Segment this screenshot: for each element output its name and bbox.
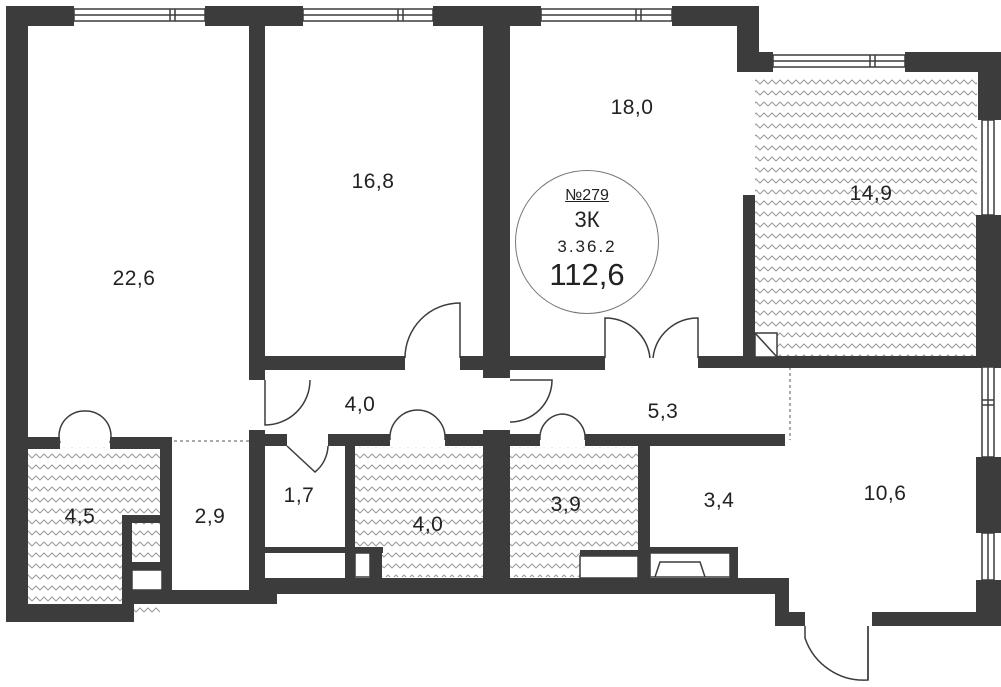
door-room3-right [652,317,699,359]
wall-bath-left-top-a [6,437,60,449]
wall-entrance-left [785,612,805,626]
fixtures [131,332,778,591]
wall-top-1 [6,6,74,26]
wall-right-3 [976,580,1001,626]
wall-bath-left-shaft-mid [122,562,164,570]
apartment-total-area: 112,6 [549,257,625,292]
door-room2 [404,302,461,359]
room-area-laundry: 3,4 [703,489,735,512]
wall-right-top-b [585,434,785,446]
tile-balcony [755,74,977,360]
room-area-bathroom-center: 4,0 [412,513,444,536]
wall-center-shaft [370,547,382,579]
door-hall-closet [509,379,553,423]
window-room1 [73,8,206,22]
wall-laundry-bottom [648,547,736,553]
wall-right-top-a [510,434,540,446]
wall-wc-bottom [263,547,383,553]
apartment-number: №279 [565,187,609,204]
wall-center-top-a [249,434,287,446]
wall-bath-left-shaft [122,515,164,523]
wall-right-1 [976,215,1001,367]
window-room3 [540,8,673,22]
wall-outer-bottom-left [6,604,134,622]
shaft-bath-left [131,569,163,591]
room-area-corridor: 2,9 [194,505,226,528]
wall-bath-right-bottom [580,550,640,556]
wall-hall-left-stub [249,368,265,380]
room-area-wc: 1,7 [283,484,315,507]
room-area-bedroom-middle: 16,8 [351,170,395,193]
door-room3-left [604,317,651,359]
wall-balcony-corner [978,52,1001,120]
walls [6,6,1001,626]
room-area-kitchen: 10,6 [863,482,907,505]
door-bath-center [389,409,446,441]
wall-balcony-left [743,195,755,367]
apartment-type: 3К [574,207,600,232]
wall-bath-left-shaft-side [122,515,132,605]
wall-bottom-center [250,578,785,594]
room-area-bathroom-right: 3,9 [550,493,582,516]
room-area-hall-right: 5,3 [647,400,679,423]
wall-right-2 [976,457,1001,533]
apartment-badge: №279 3К 3.36.2 112,6 [515,170,659,314]
window-kitchen-right-2 [981,532,995,581]
door-entrance [804,626,869,681]
room-area-bathroom-left: 4,5 [64,505,96,528]
window-kitchen-right-1 [981,366,995,458]
room-area-hall-left: 4,0 [344,393,376,416]
wall-bath-right-right [638,446,650,580]
wall-wc-right [345,446,355,580]
wall-room2-room3 [483,6,510,378]
wall-room3-bottom-a [483,356,605,370]
tiled-areas [28,74,977,613]
window-balcony-right [981,119,995,216]
wall-center-left [249,430,265,590]
wall-balcony-top-left [737,52,773,72]
wall-laundry-shaft [730,547,738,580]
shaft-bath-right [579,555,639,579]
room-area-balcony: 14,9 [849,182,893,205]
window-room2 [302,8,434,22]
wall-center-middle [483,430,510,588]
wall-bath-left-right [160,437,172,602]
shaft-wc [354,552,371,578]
doors [58,302,869,681]
room-area-bedroom-right: 18,0 [610,96,654,119]
wall-bath-left-top-b [110,437,172,449]
windows [73,8,995,581]
wall-balcony-top-right [905,52,1001,72]
zone-separators [168,367,791,442]
door-room1 [264,379,311,426]
wall-room1-room2 [249,6,265,374]
wall-top-4 [672,6,757,26]
shaft-laundry [649,552,731,578]
wall-outer-left [6,6,28,622]
apartment-code: 3.36.2 [557,237,617,256]
door-bath-left [58,410,112,444]
wall-entrance-right [872,612,1000,626]
room-area-bedroom-large: 22,6 [112,267,156,290]
wall-room3-bottom-b [698,356,1001,368]
window-balcony-top [772,54,906,68]
wall-room2-bottom-a [249,356,405,370]
door-bath-right [539,413,586,441]
wall-center-top-b [328,434,390,446]
door-wc [286,445,329,473]
